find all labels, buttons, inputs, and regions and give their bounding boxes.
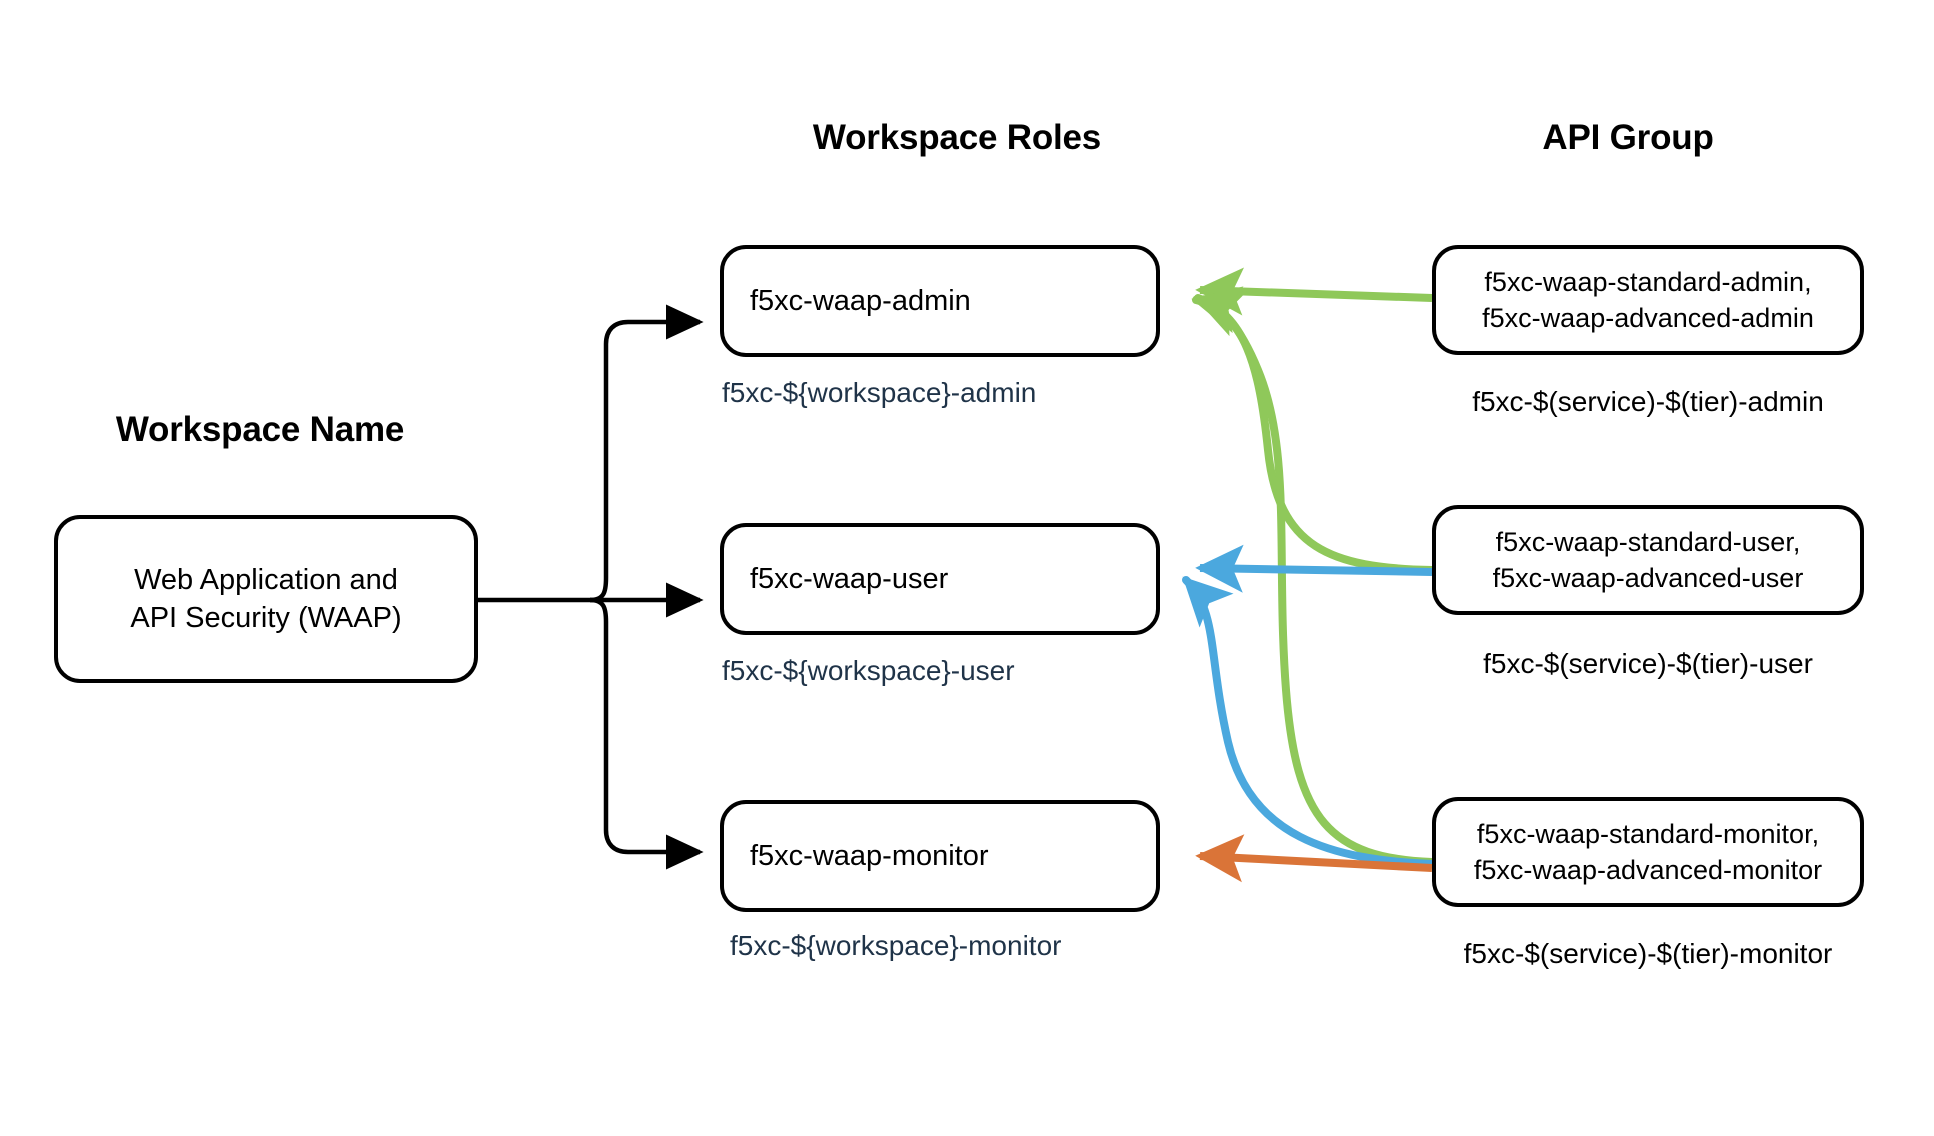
connector-apigroup-monitor-to-role-admin — [1191, 286, 1436, 866]
api-group-node-user[interactable]: f5xc-waap-standard-user, f5xc-waap-advan… — [1432, 505, 1864, 615]
api-group-admin-text: f5xc-waap-standard-admin, f5xc-waap-adva… — [1436, 264, 1860, 336]
workspace-node-waap[interactable]: Web Application and API Security (WAAP) — [54, 515, 478, 683]
api-group-user-text: f5xc-waap-standard-user, f5xc-waap-advan… — [1436, 524, 1860, 596]
connector-apigroup-user-to-role-admin — [1193, 291, 1436, 574]
connector-workspace-to-role-admin — [589, 304, 704, 603]
api-group-caption-admin: f5xc-$(service)-$(tier)-admin — [1472, 386, 1824, 417]
heading-workspace-name: Workspace Name — [115, 410, 405, 449]
role-node-admin-label: f5xc-waap-admin — [750, 284, 971, 317]
api-group-caption-monitor: f5xc-$(service)-$(tier)-monitor — [1463, 938, 1833, 969]
connector-apigroup-monitor-to-role-user — [1182, 576, 1436, 868]
api-group-user-line-2: f5xc-waap-advanced-user — [1492, 563, 1804, 593]
connector-apigroup-monitor-to-role-monitor — [1195, 834, 1433, 883]
workspace-node-text: Web Application and API Security (WAAP) — [58, 561, 474, 638]
api-group-admin-line-2: f5xc-waap-advanced-admin — [1482, 303, 1814, 333]
api-group-caption-user: f5xc-$(service)-$(tier)-user — [1483, 648, 1813, 679]
role-node-monitor[interactable]: f5xc-waap-monitor — [720, 800, 1160, 912]
heading-workspace-roles: Workspace Roles — [812, 118, 1102, 157]
role-caption-user: f5xc-${workspace}-user — [722, 655, 1015, 686]
api-group-node-monitor[interactable]: f5xc-waap-standard-monitor, f5xc-waap-ad… — [1432, 797, 1864, 907]
workspace-line-2: API Security (WAAP) — [130, 602, 402, 634]
workspace-line-1: Web Application and — [134, 563, 398, 596]
role-caption-admin: f5xc-${workspace}-admin — [722, 377, 1037, 408]
connector-apigroup-admin-to-role-admin — [1195, 267, 1433, 316]
role-node-admin[interactable]: f5xc-waap-admin — [720, 245, 1160, 357]
api-group-admin-line-1: f5xc-waap-standard-admin, — [1484, 266, 1812, 297]
role-node-user-label: f5xc-waap-user — [750, 562, 949, 595]
connector-workspace-to-role-monitor — [589, 597, 704, 870]
heading-api-group: API Group — [1542, 118, 1714, 157]
api-group-node-admin[interactable]: f5xc-waap-standard-admin, f5xc-waap-adva… — [1432, 245, 1864, 355]
api-group-monitor-line-2: f5xc-waap-advanced-monitor — [1473, 855, 1823, 885]
role-node-user[interactable]: f5xc-waap-user — [720, 523, 1160, 635]
api-group-monitor-text: f5xc-waap-standard-monitor, f5xc-waap-ad… — [1436, 816, 1860, 888]
role-node-monitor-label: f5xc-waap-monitor — [750, 839, 989, 872]
connector-apigroup-user-to-role-user — [1195, 544, 1433, 593]
role-caption-monitor: f5xc-${workspace}-monitor — [730, 930, 1062, 961]
api-group-user-line-1: f5xc-waap-standard-user, — [1495, 526, 1801, 557]
api-group-monitor-line-1: f5xc-waap-standard-monitor, — [1476, 818, 1820, 849]
